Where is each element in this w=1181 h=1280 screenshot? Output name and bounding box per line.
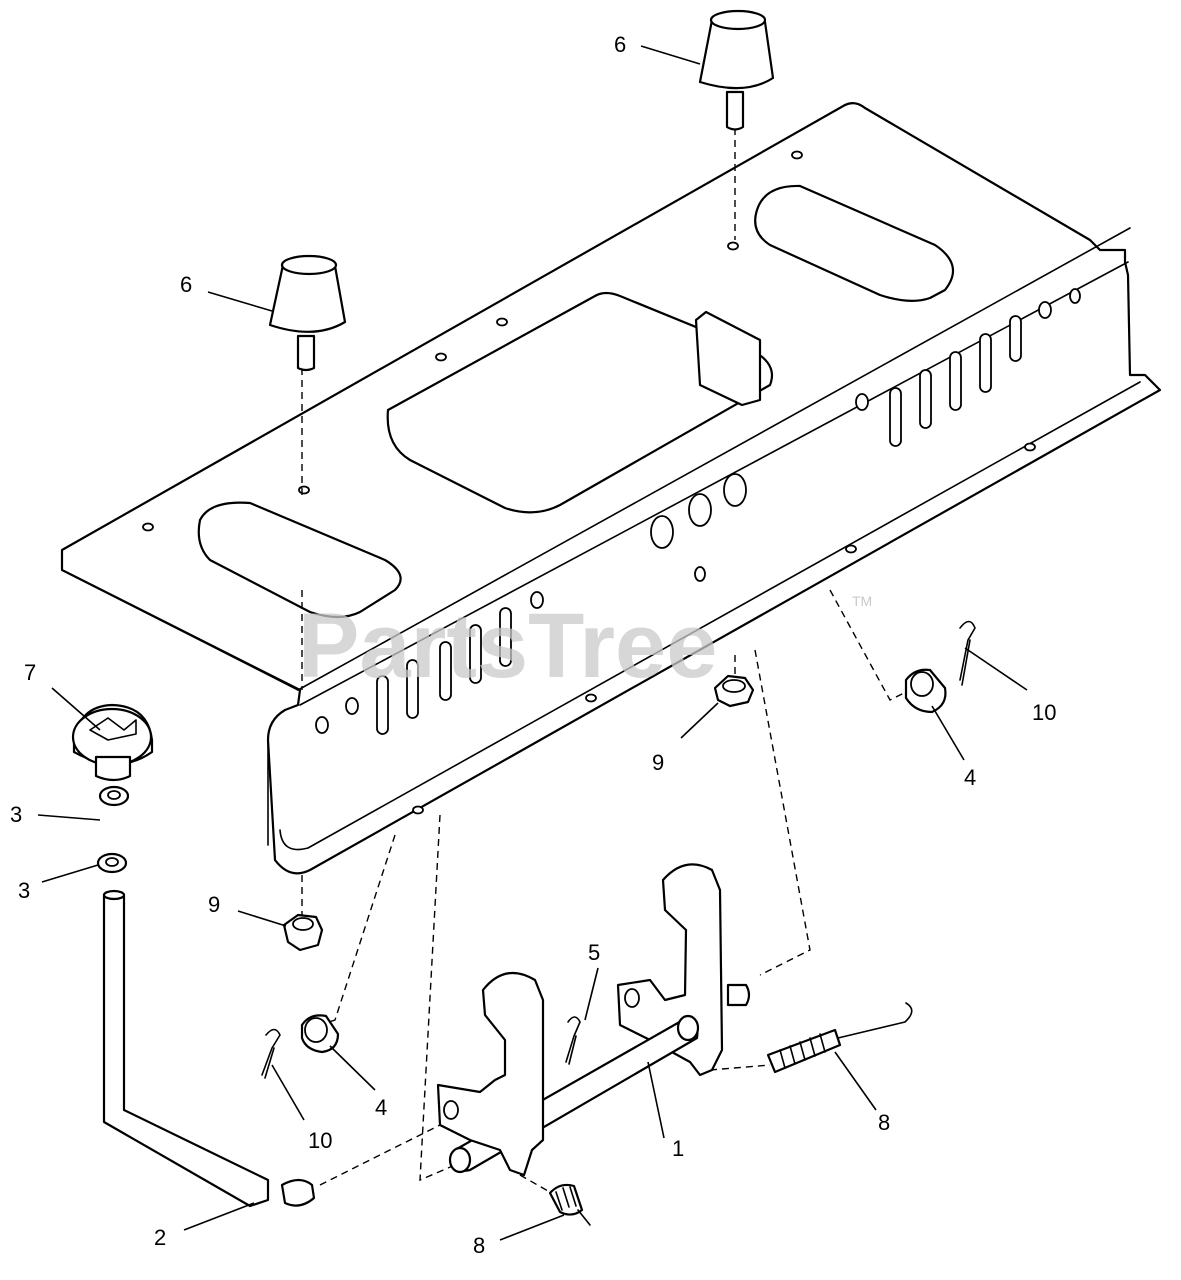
callout-4-right: 4 xyxy=(964,765,976,790)
spring-lower xyxy=(548,1183,591,1226)
hair-pin-left xyxy=(261,1028,281,1079)
lift-shaft-assembly xyxy=(436,863,751,1177)
bumper-left xyxy=(268,254,347,372)
hair-pin-center xyxy=(565,1016,581,1065)
hair-pin-right xyxy=(959,620,976,686)
frame-plate xyxy=(60,101,1162,875)
spring-right xyxy=(766,1002,913,1074)
washer-upper xyxy=(98,785,130,807)
lift-rod xyxy=(102,889,316,1208)
bushing-right xyxy=(904,668,947,714)
watermark: PartsTree xyxy=(298,595,717,697)
nut-left xyxy=(282,913,324,952)
callout-10-left: 10 xyxy=(308,1128,332,1153)
callout-6-upper: 6 xyxy=(614,32,626,57)
bumper-upper xyxy=(698,9,775,131)
assembly-lines xyxy=(301,128,911,1196)
callout-3-upper: 3 xyxy=(10,802,22,827)
callout-4-left: 4 xyxy=(375,1095,387,1120)
bushing-left xyxy=(300,1014,340,1054)
callout-6-left: 6 xyxy=(180,272,192,297)
callout-8-lower: 8 xyxy=(473,1233,485,1258)
callout-3-lower: 3 xyxy=(18,878,30,903)
callout-7: 7 xyxy=(24,660,36,685)
callout-9-right: 9 xyxy=(652,750,664,775)
watermark-trademark: TM xyxy=(852,593,872,609)
nut-right xyxy=(713,674,755,708)
callout-2: 2 xyxy=(154,1225,166,1250)
callout-10-right: 10 xyxy=(1032,700,1056,725)
callout-5: 5 xyxy=(588,940,600,965)
washer-lower xyxy=(96,852,128,874)
leader-lines xyxy=(37,45,1028,1241)
callout-9-left: 9 xyxy=(208,892,220,917)
knob xyxy=(71,703,154,782)
callout-1: 1 xyxy=(672,1136,684,1161)
callout-8-right: 8 xyxy=(878,1110,890,1135)
